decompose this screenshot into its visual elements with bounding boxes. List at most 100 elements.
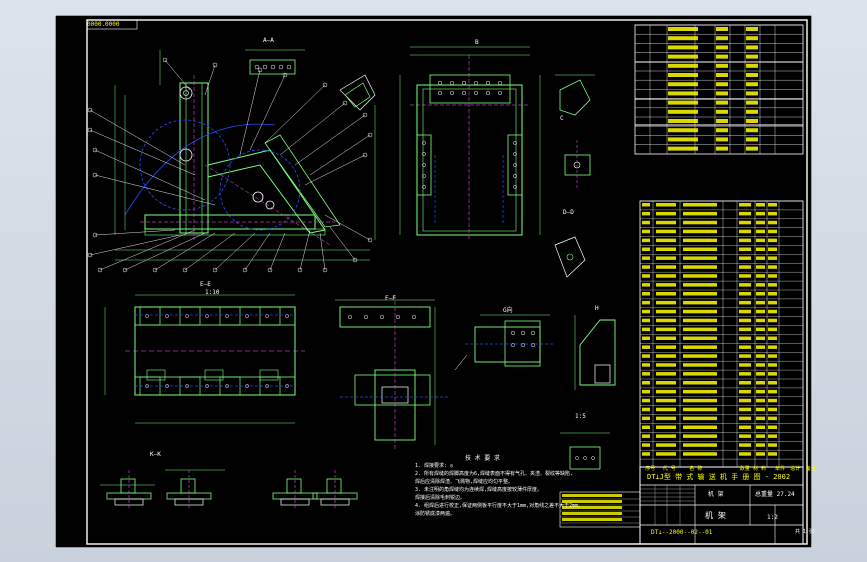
table-cell-text (739, 309, 751, 314)
leader-line (269, 232, 286, 271)
bolt-hole (265, 314, 269, 318)
table-cell-text (739, 425, 751, 429)
table-cell-text (739, 389, 751, 394)
table-cell-text (642, 416, 650, 421)
table-cell-text (668, 146, 698, 151)
table-cell-text (668, 109, 698, 114)
table-cell-text (739, 238, 751, 243)
leader-line (264, 84, 326, 144)
table-cell-text (642, 292, 650, 296)
view-label-h: H (595, 305, 599, 312)
table-cell-text (656, 283, 676, 287)
table-cell-text (756, 309, 765, 314)
bolt-hole (485, 90, 491, 96)
table-cell-text (739, 283, 751, 287)
view-label-c: C (560, 115, 564, 122)
table-cell-text (683, 327, 717, 332)
note-line: 2. 所有焊缝的焊脚高度为6,焊缝表面不得有气孔、夹渣、裂纹等缺陷, (415, 471, 574, 477)
bolt-hole (411, 314, 417, 320)
table-cell-text (683, 354, 717, 358)
table-cell-text (642, 452, 650, 456)
table-cell-text (656, 416, 676, 421)
corner-tag-box (86, 19, 138, 30)
pulley-hub (183, 90, 189, 96)
table-cell-text (656, 398, 676, 403)
table-cell-text (739, 345, 751, 349)
table-cell-text (746, 45, 758, 50)
table-cell-text (768, 381, 777, 385)
table-cell-text (656, 354, 676, 358)
table-cell-text (642, 443, 650, 447)
leader-line (94, 149, 206, 201)
table-cell-text (768, 203, 777, 207)
table-cell-text (746, 91, 758, 96)
revision-text (562, 494, 622, 497)
table-cell-text (656, 203, 676, 207)
table-cell-text (656, 238, 676, 243)
table-cell-text (683, 363, 717, 367)
table-cell-text (716, 45, 728, 50)
leader-line (244, 232, 271, 271)
table-cell-text (656, 247, 676, 251)
table-cell-text (739, 407, 751, 412)
bolt-hole (530, 342, 536, 348)
table-cell-text (756, 256, 765, 260)
table-cell-text (716, 73, 728, 77)
view-scale-label-2: 1:10 (205, 289, 220, 296)
table-cell-text (656, 381, 676, 385)
table-cell-text (746, 137, 758, 142)
bolt-hole (473, 80, 479, 86)
table-cell-text (756, 265, 765, 269)
balloon (212, 62, 218, 68)
bolt-hole (145, 314, 149, 318)
leader-line (94, 174, 216, 206)
table-cell-text (768, 354, 777, 358)
bolt-hole (591, 456, 595, 460)
table-header-cell: 单件 (775, 466, 786, 472)
table-cell-text (746, 63, 758, 68)
table-cell-text (768, 274, 777, 278)
note-line: 焊后应清除焊渣、飞溅物,焊缝应均匀平整。 (415, 479, 514, 485)
table-cell-text (656, 372, 676, 376)
table-cell-text (768, 425, 777, 429)
balloon (267, 267, 273, 273)
leader-line (94, 229, 176, 236)
table-cell-text (642, 336, 650, 340)
h-view-plate (594, 364, 611, 384)
table-cell-text (683, 381, 717, 385)
table-cell-text (716, 36, 728, 41)
table-cell-text (683, 372, 717, 376)
table-cell-text (668, 137, 698, 142)
g-view-plate (504, 320, 541, 367)
table-cell-text (642, 265, 650, 269)
bolt-hole (520, 330, 526, 336)
table-cell-text (768, 238, 777, 243)
plan-view-top-rail (134, 306, 296, 326)
table-cell-text (683, 345, 717, 349)
note-line: 涂防锈底漆两遍。 (415, 511, 456, 517)
table-cell-text (739, 336, 751, 340)
bolt-circle (252, 191, 264, 203)
bolt-hole (485, 80, 491, 86)
bolt-hole (449, 90, 455, 96)
table-cell-text (739, 363, 751, 367)
table-cell-text (739, 416, 751, 421)
table-cell-text (683, 398, 717, 403)
table-cell-text (768, 283, 777, 287)
front-view-inner (422, 88, 517, 232)
detail-small-plate (569, 446, 601, 470)
leader-line (89, 109, 186, 166)
table-cell-text (716, 54, 728, 59)
k-section-web (180, 478, 196, 494)
bolt-hole (422, 163, 426, 167)
table-header-cell: 序号 (645, 466, 656, 472)
revision-text (562, 512, 622, 515)
f-view-plate (339, 306, 431, 328)
bolt-circle (179, 148, 193, 162)
table-cell-text (656, 265, 676, 269)
table-cell-text (683, 407, 717, 412)
table-cell-text (716, 63, 728, 68)
table-cell-text (642, 309, 650, 314)
table-cell-text (642, 407, 650, 412)
leader-line (329, 226, 356, 261)
